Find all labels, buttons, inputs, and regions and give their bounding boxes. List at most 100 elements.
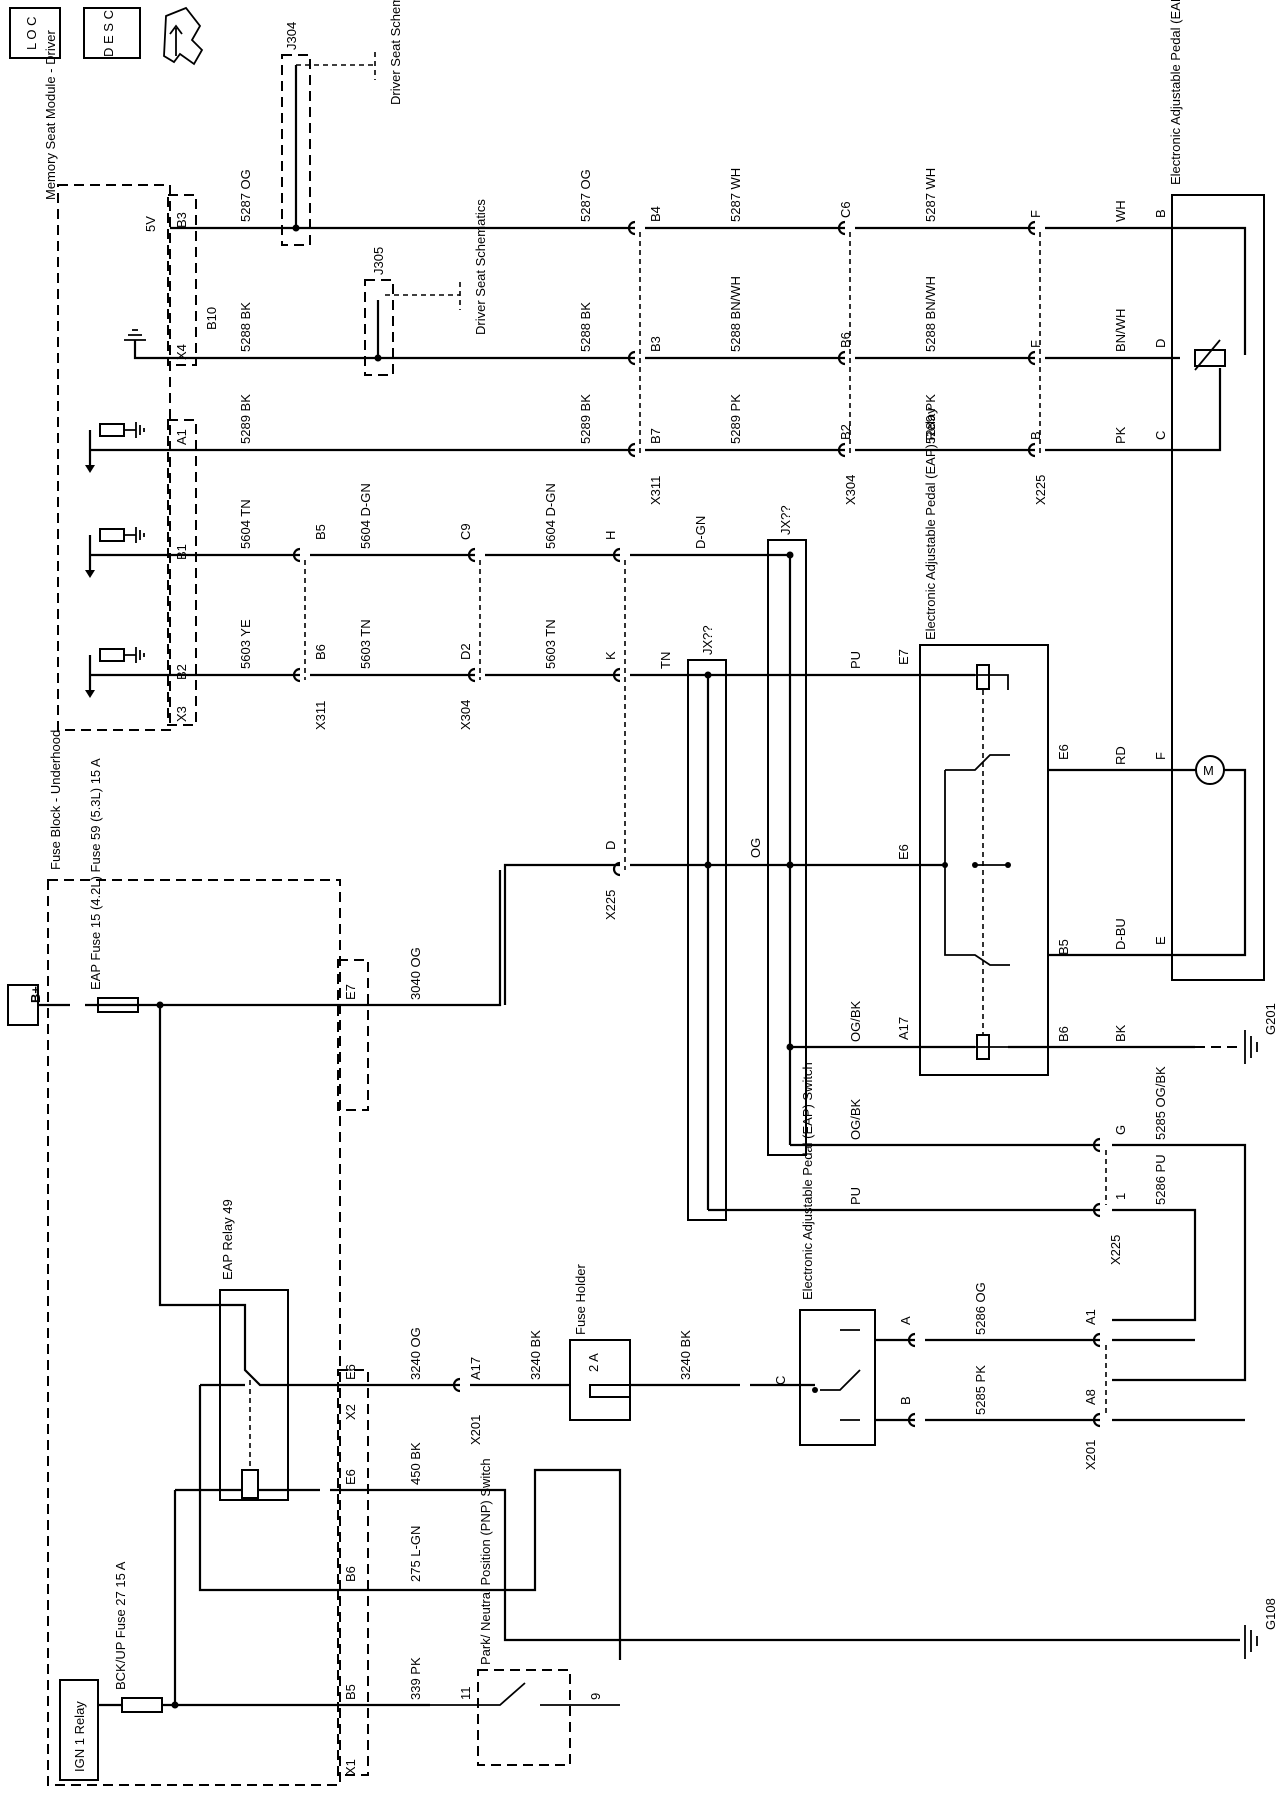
fuse-holder-box xyxy=(569,1339,631,1421)
conn-x311-a: X311 xyxy=(648,476,663,505)
connector-x225-lower: H K D X225 xyxy=(603,531,621,920)
pin-e6-a: E6 xyxy=(343,1364,358,1380)
wire-ogbk-low: OG/BK xyxy=(848,1098,863,1140)
eap-relay-box xyxy=(919,644,1049,1076)
fuse-block-label: Fuse Block - Underhood xyxy=(48,730,63,870)
wire-pu-relay: PU xyxy=(848,651,863,669)
pin-b5-x311: B5 xyxy=(313,524,328,540)
splice-j304 xyxy=(281,54,311,246)
pin-a1-x201: A1 xyxy=(1083,1309,1098,1325)
wire-3240-bk-a: 3240 BK xyxy=(528,1330,543,1380)
pin-sw-a: A xyxy=(898,1316,913,1325)
conn-j304: J304 xyxy=(284,22,299,50)
hierarchy-icon xyxy=(163,6,204,66)
eap-assembly-box xyxy=(1171,194,1265,981)
pin-b5-fb: B5 xyxy=(343,1684,358,1700)
wire-5288-bnwh-b: 5288 BN/WH xyxy=(923,276,938,352)
driver-seat-1: Driver Seat Schematics xyxy=(388,0,403,105)
fuse-block-box xyxy=(47,879,341,1786)
wire-5603-tn-a: 5603 TN xyxy=(358,619,373,669)
wire-5288-bnwh-a: 5288 BN/WH xyxy=(728,276,743,352)
wire-dbu: D-BU xyxy=(1113,918,1128,950)
wire-275-lgn: 275 L-GN xyxy=(408,1526,423,1582)
wire-5285-ogbk: 5285 OG/BK xyxy=(1153,1066,1168,1140)
wire-ogbk-relay: OG/BK xyxy=(848,1000,863,1042)
wire-5289-pk-b: 5289 PK xyxy=(923,394,938,444)
pin-relay-c: E6 xyxy=(896,844,911,860)
pin-b6: B6 xyxy=(838,332,853,348)
eap-switch-label: Electronic Adjustable Pedal (EAP) Switch xyxy=(800,1062,815,1300)
pin-b2-x304: B2 xyxy=(838,424,853,440)
conn-x201-a: X201 xyxy=(1083,1440,1098,1470)
wire-5289-pk-a: 5289 PK xyxy=(728,394,743,444)
pin-relay-a: E7 xyxy=(896,649,911,665)
eap-relay-label: Electronic Adjustable Pedal (EAP) Relay xyxy=(923,407,938,640)
pin-asm-5: F xyxy=(1153,752,1168,760)
splice-j305 xyxy=(364,279,394,376)
pin-c9: C9 xyxy=(458,523,473,540)
memory-seat-module-box xyxy=(57,184,171,731)
wire-row-a1 xyxy=(90,368,1222,452)
pin-d2: D2 xyxy=(458,643,473,660)
wire-3240-og: 3240 OG xyxy=(408,1327,423,1380)
pin-b2: B2 xyxy=(174,664,189,680)
desc-icon-text: D E S C xyxy=(101,10,116,57)
pin-b1: B1 xyxy=(174,544,189,560)
wire-5287-og-b: 5287 OG xyxy=(578,169,593,222)
pin-b6-fb: B6 xyxy=(343,1566,358,1582)
conn-x1: X1 xyxy=(343,1759,358,1775)
pin-x225-c: G xyxy=(1113,1125,1128,1135)
pin-5v: 5V xyxy=(143,216,158,232)
wire-5603-ye: 5603 YE xyxy=(238,619,253,669)
wire-5287-og-a: 5287 OG xyxy=(238,169,253,222)
eap-assembly-label: Electronic Adjustable Pedal (EAP) Assemb… xyxy=(1168,0,1183,185)
ground-g201: G201 xyxy=(1263,1003,1278,1035)
pin-b10: B10 xyxy=(204,307,219,330)
pin-a1: A1 xyxy=(174,429,189,445)
conn-jx-a: JX?? xyxy=(700,625,715,655)
conn-x304-a: X304 xyxy=(843,475,858,505)
connector-x311-lower: B5 B6 X311 xyxy=(292,524,328,730)
wire-tn: TN xyxy=(658,652,673,669)
pin-relay-d: B6 xyxy=(1056,1026,1071,1042)
wire-pu-low: PU xyxy=(848,1187,863,1205)
memory-seat-module-label: Memory Seat Module - Driver xyxy=(43,30,58,200)
pin-b3-x311: B3 xyxy=(648,336,663,352)
pin-sw-c: C xyxy=(773,1376,788,1385)
pnp-switch-label: Park/ Neutral Position (PNP) Switch xyxy=(478,1458,493,1665)
connector-x304-lower: C9 D2 X304 xyxy=(458,523,476,730)
fuse-holder-label: Fuse Holder xyxy=(573,1264,588,1335)
wire-rd: RD xyxy=(1113,746,1128,765)
conn-x4: X4 xyxy=(174,344,189,360)
wire-5287-wh-a: 5287 WH xyxy=(728,168,743,222)
pin-b4: B4 xyxy=(648,206,663,222)
conn-x304-b: X304 xyxy=(458,700,473,730)
wire-3240-bk-b: 3240 BK xyxy=(678,1330,693,1380)
wire-339-pk: 339 PK xyxy=(408,1657,423,1700)
wire-5604-dgn-a: 5604 D-GN xyxy=(358,483,373,549)
conn-x225-c: X225 xyxy=(1108,1235,1123,1265)
wire-5289-bk-a: 5289 BK xyxy=(238,394,253,444)
wire-5604-tn: 5604 TN xyxy=(238,499,253,549)
wire-og: OG xyxy=(748,838,763,858)
wire-5287-wh-b: 5287 WH xyxy=(923,168,938,222)
ign-relay-label: IGN 1 Relay xyxy=(72,1701,87,1772)
pin-asm-4: E xyxy=(1153,936,1168,945)
eap-fuse-label: EAP Fuse 15 (4.2L) Fuse 59 (5.3L) 15 A xyxy=(88,758,103,990)
wire-5603-tn-b: 5603 TN xyxy=(543,619,558,669)
conn-j305: J305 xyxy=(371,247,386,275)
eap-switch-box xyxy=(799,1309,876,1446)
pin-asm-3: D xyxy=(1153,339,1168,348)
wire-5285-pk: 5285 PK xyxy=(973,1365,988,1415)
conn-x311-b: X311 xyxy=(313,701,328,730)
wire-dgn: D-GN xyxy=(693,516,708,549)
bplus-label: B+ xyxy=(28,986,43,1003)
conn-jx-b: JX?? xyxy=(778,505,793,535)
wire-bk-g201: BK xyxy=(1113,1024,1128,1042)
pin-h: H xyxy=(603,531,618,540)
fuse-holder-rating: 2 A xyxy=(586,1353,601,1372)
pin-pnp-9: 9 xyxy=(588,1693,603,1700)
pin-e7: E7 xyxy=(343,984,358,1000)
loc-icon-text: L O C xyxy=(24,17,39,50)
